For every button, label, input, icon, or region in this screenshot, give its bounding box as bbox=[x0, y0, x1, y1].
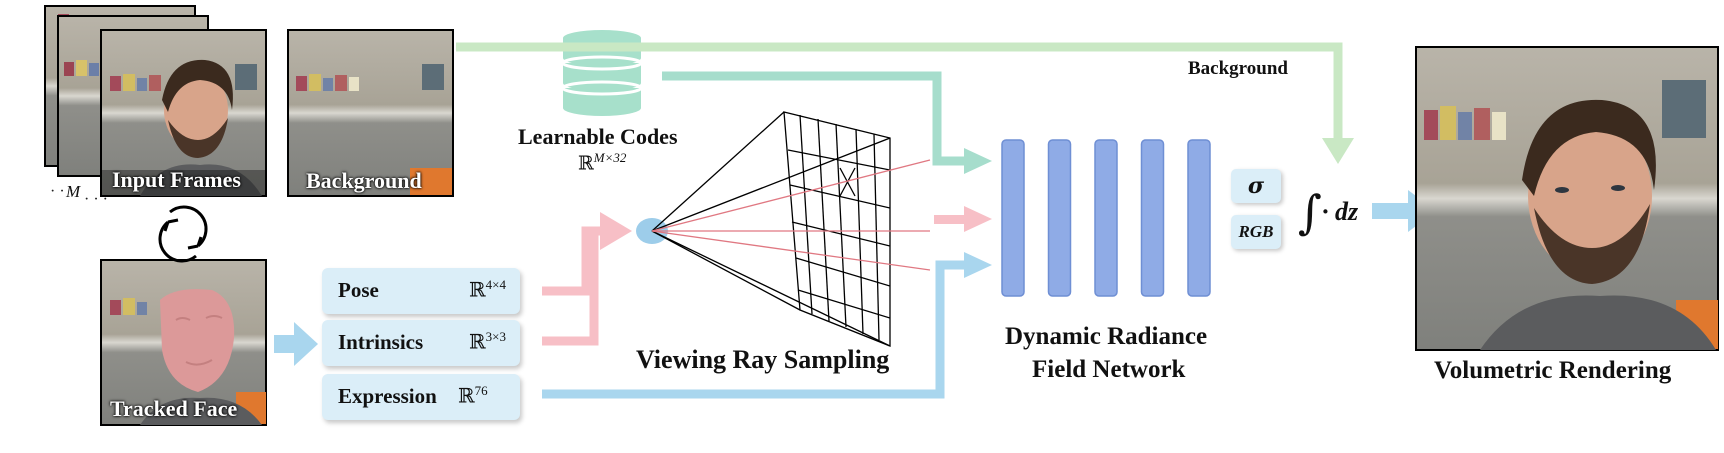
expression-dim: ℝ76 bbox=[458, 383, 488, 408]
pose-box: Pose ℝ4×4 bbox=[322, 268, 520, 314]
network-label-line1: Dynamic Radiance bbox=[1005, 323, 1208, 350]
network-layer-1 bbox=[1001, 139, 1025, 297]
integral-dz: · dz bbox=[1322, 197, 1359, 226]
stack-ellipsis-right: · · · bbox=[84, 191, 108, 208]
sigma-output-box: σ bbox=[1231, 169, 1281, 203]
network-layer-5 bbox=[1187, 139, 1211, 297]
input-frames-stack bbox=[44, 5, 267, 197]
integral-sign: ∫ bbox=[1298, 185, 1322, 239]
intrinsics-box: Intrinsics ℝ3×3 bbox=[322, 320, 520, 366]
ray-to-network-arrow bbox=[934, 215, 966, 224]
tracked-face-photo bbox=[100, 259, 267, 426]
background-photo bbox=[287, 29, 454, 197]
stack-ellipsis: · · · bbox=[50, 183, 74, 200]
background-flow-label: Background bbox=[1188, 58, 1288, 79]
network-layer-4 bbox=[1140, 139, 1165, 297]
expression-label: Expression bbox=[338, 384, 437, 408]
pose-dim: ℝ4×4 bbox=[469, 277, 506, 302]
background-flow-arrow bbox=[456, 42, 1343, 140]
integral-symbol: ∫ · dz bbox=[1298, 185, 1359, 239]
background-flow-arrowhead bbox=[1322, 138, 1354, 164]
network-layer-2 bbox=[1047, 139, 1072, 297]
rendered-output-photo bbox=[1415, 46, 1719, 351]
learnable-codes-dim: ℝM×32 bbox=[578, 150, 627, 175]
intrinsics-dim: ℝ3×3 bbox=[469, 329, 506, 354]
render-arrow bbox=[1372, 203, 1410, 219]
intrinsics-label: Intrinsics bbox=[338, 330, 424, 354]
codes-arrowhead bbox=[964, 148, 992, 174]
face-to-params-arrow bbox=[274, 335, 296, 353]
ray-sampling-graphic bbox=[636, 111, 931, 347]
ray-sampling-label: Viewing Ray Sampling bbox=[636, 345, 890, 374]
expression-arrow bbox=[542, 260, 966, 399]
face-to-params-arrowhead bbox=[294, 322, 318, 366]
network-label-line2: Field Network bbox=[1032, 356, 1186, 383]
network-layers bbox=[1001, 139, 1211, 297]
camera-arrow bbox=[542, 226, 620, 346]
volumetric-rendering-label: Volumetric Rendering bbox=[1434, 357, 1672, 384]
input-frames-label: Input Frames bbox=[112, 167, 241, 192]
expression-arrowhead bbox=[964, 252, 992, 278]
network-layer-3 bbox=[1094, 139, 1118, 297]
learnable-codes-label: Learnable Codes bbox=[518, 124, 678, 149]
background-photo-label: Background bbox=[306, 168, 422, 193]
camera-arrowhead bbox=[600, 212, 632, 250]
codes-arrow bbox=[662, 71, 966, 166]
tracked-face-label: Tracked Face bbox=[110, 396, 238, 421]
rgb-output-box: RGB bbox=[1231, 215, 1281, 249]
cycle-icon bbox=[158, 205, 208, 263]
expression-box: Expression ℝ76 bbox=[322, 374, 520, 420]
stack-count-label: M bbox=[66, 182, 81, 201]
ray-to-network-arrowhead bbox=[964, 206, 992, 232]
input-frame-photo bbox=[100, 29, 267, 197]
pose-label: Pose bbox=[338, 278, 379, 302]
